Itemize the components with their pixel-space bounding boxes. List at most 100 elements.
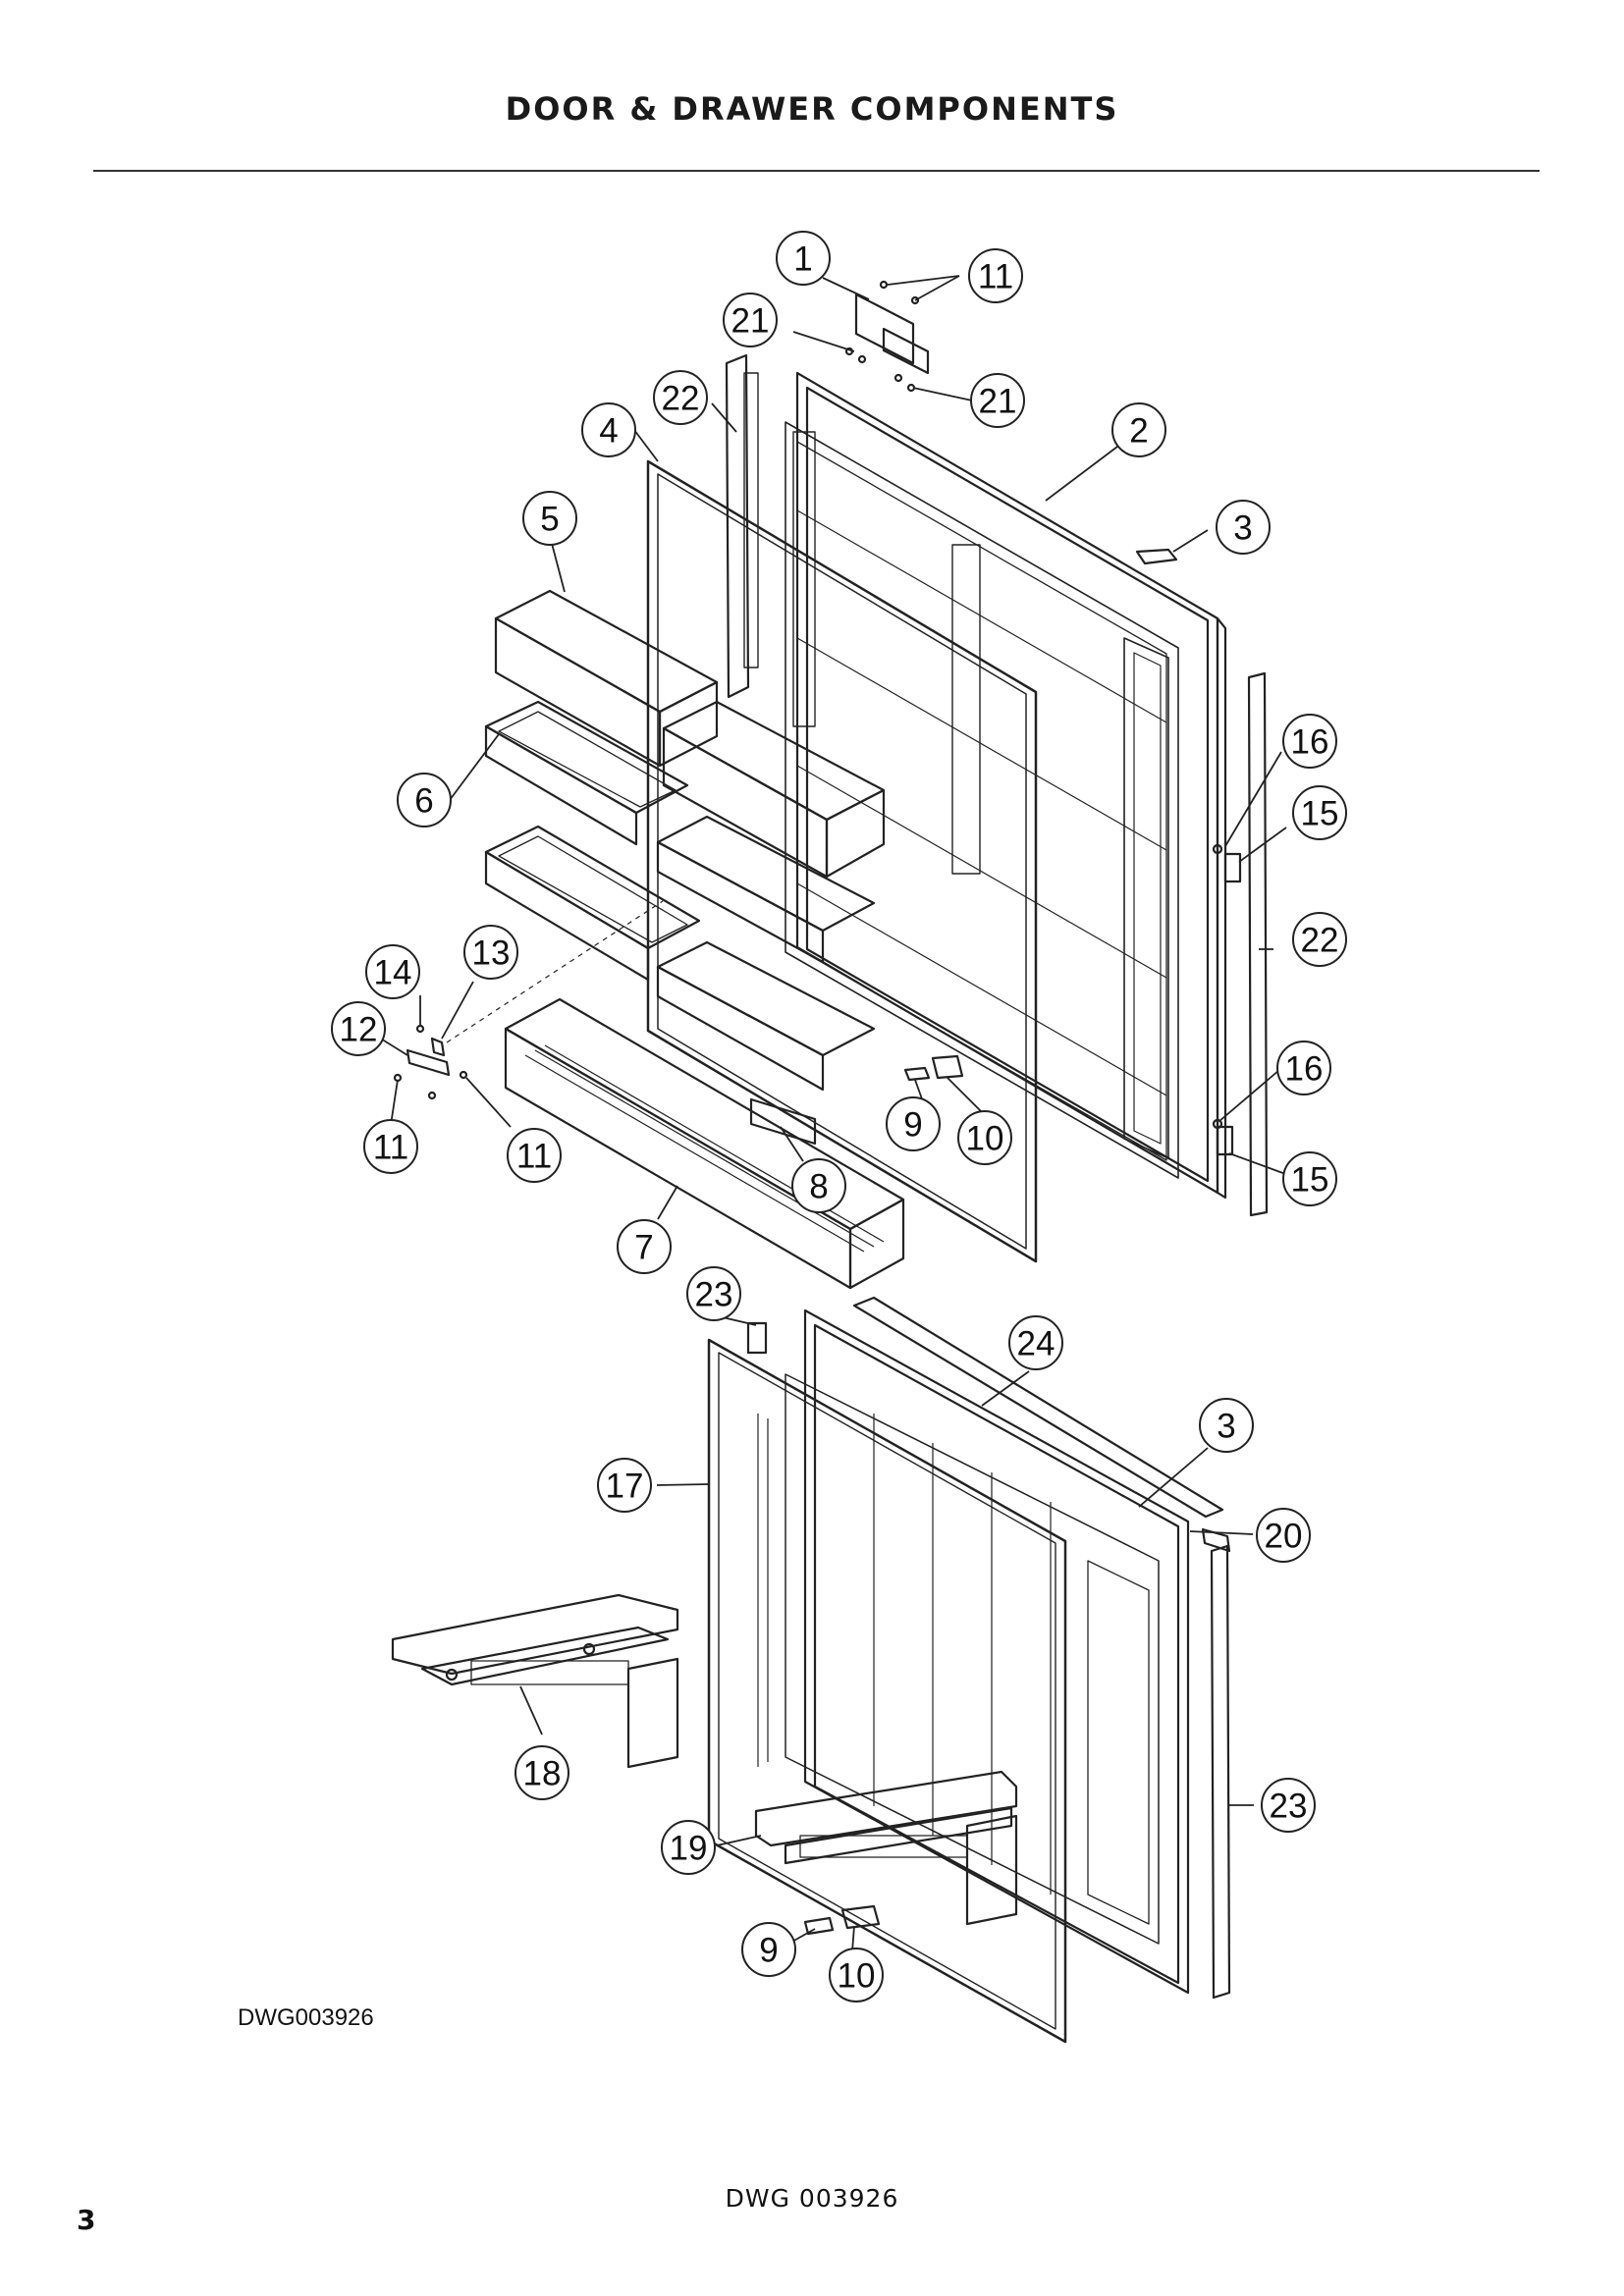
callout-circle — [363, 1119, 418, 1174]
callout-16: 16 — [1276, 1041, 1331, 1095]
callout-6: 6 — [397, 773, 452, 828]
callout-circle — [1282, 714, 1337, 769]
callout-circle — [970, 373, 1025, 428]
callout-number: 8 — [809, 1168, 828, 1206]
door-bin-lower-right — [656, 940, 876, 1092]
callout-number: 10 — [838, 1957, 876, 1996]
callout-12: 12 — [331, 1001, 386, 1056]
callout-circle — [1261, 1778, 1316, 1833]
callout-number: 11 — [373, 1129, 408, 1167]
callout-9: 9 — [741, 1922, 796, 1977]
callout-number: 13 — [472, 934, 511, 973]
callout-circle — [776, 231, 831, 286]
drawer-gasket — [707, 1338, 1067, 2044]
drawing-id-label: DWG003926 — [238, 2004, 374, 2031]
callout-14: 14 — [365, 944, 420, 999]
callout-8: 8 — [791, 1158, 846, 1213]
callout-number: 16 — [1285, 1050, 1324, 1089]
callout-number: 14 — [374, 954, 412, 992]
callout-number: 21 — [731, 302, 770, 341]
callout-number: 9 — [903, 1106, 922, 1145]
callout-circle — [581, 402, 636, 457]
callout-11: 11 — [507, 1128, 562, 1183]
callout-circle — [957, 1110, 1012, 1165]
callout-circle — [522, 491, 577, 546]
callout-circle — [463, 925, 518, 980]
callout-number: 15 — [1301, 795, 1339, 833]
page-number: 3 — [77, 2204, 96, 2236]
upper-hinge-bracket — [844, 280, 930, 393]
callout-number: 19 — [670, 1830, 708, 1868]
callout-circle — [1111, 402, 1166, 457]
callout-11: 11 — [363, 1119, 418, 1174]
callout-number: 21 — [979, 383, 1017, 421]
callout-circle — [1276, 1041, 1331, 1095]
callout-circle — [686, 1266, 741, 1321]
callout-number: 5 — [540, 501, 559, 539]
title-divider — [93, 170, 1540, 172]
callout-number: 3 — [1233, 509, 1252, 548]
callout-13: 13 — [463, 925, 518, 980]
callout-1: 1 — [776, 231, 831, 286]
callout-19: 19 — [661, 1820, 716, 1875]
callout-number: 7 — [634, 1229, 653, 1267]
callout-circle — [1292, 912, 1347, 967]
callout-number: 24 — [1017, 1325, 1056, 1363]
door-bin-mid-right — [656, 815, 876, 964]
callout-10: 10 — [957, 1110, 1012, 1165]
door-bin-bottom-large — [504, 997, 905, 1290]
callout-16: 16 — [1282, 714, 1337, 769]
callout-number: 23 — [695, 1276, 733, 1314]
footer-drawing-number: DWG 003926 — [725, 2184, 899, 2213]
callout-3: 3 — [1216, 500, 1271, 555]
callout-circle — [617, 1219, 672, 1274]
callout-circle — [597, 1458, 652, 1513]
callout-10: 10 — [829, 1948, 884, 2002]
callout-circle — [1256, 1508, 1311, 1563]
callout-circle — [741, 1922, 796, 1977]
callout-23: 23 — [1261, 1778, 1316, 1833]
callout-number: 22 — [1301, 922, 1339, 960]
callout-number: 16 — [1291, 723, 1329, 762]
callout-7: 7 — [617, 1219, 672, 1274]
callout-11: 11 — [968, 248, 1023, 303]
callout-24: 24 — [1008, 1315, 1063, 1370]
callout-number: 9 — [759, 1932, 778, 1970]
callout-number: 6 — [414, 782, 433, 821]
callout-circle — [507, 1128, 562, 1183]
callout-number: 15 — [1291, 1161, 1329, 1200]
callout-circle — [514, 1745, 569, 1800]
callout-21: 21 — [970, 373, 1025, 428]
callout-number: 17 — [606, 1468, 644, 1506]
door-bin-upper-left — [494, 589, 719, 768]
callout-circle — [1292, 785, 1347, 840]
callout-circle — [791, 1158, 846, 1213]
callout-17: 17 — [597, 1458, 652, 1513]
callout-circle — [723, 293, 778, 347]
callout-2: 2 — [1111, 402, 1166, 457]
door-bin-mid-left — [484, 700, 689, 846]
callout-circle — [1199, 1398, 1254, 1453]
callout-21: 21 — [723, 293, 778, 347]
callout-circle — [1216, 500, 1271, 555]
callout-number: 3 — [1217, 1408, 1235, 1446]
callout-circle — [829, 1948, 884, 2002]
callout-number: 1 — [793, 240, 812, 279]
callout-number: 12 — [340, 1011, 378, 1049]
callout-20: 20 — [1256, 1508, 1311, 1563]
callout-number: 20 — [1265, 1518, 1303, 1556]
callout-5: 5 — [522, 491, 577, 546]
callout-circle — [397, 773, 452, 828]
callout-3: 3 — [1199, 1398, 1254, 1453]
callout-15: 15 — [1282, 1151, 1337, 1206]
callout-9: 9 — [886, 1096, 941, 1151]
upper-door-panel — [785, 371, 1227, 1200]
callout-number: 11 — [516, 1138, 552, 1176]
door-trim-strip-right — [1247, 671, 1269, 1217]
drawer-slide-rail-right — [754, 1770, 1018, 1926]
callout-15: 15 — [1292, 785, 1347, 840]
callout-number: 23 — [1270, 1788, 1308, 1826]
drawer-slide-rail-left — [391, 1593, 679, 1769]
